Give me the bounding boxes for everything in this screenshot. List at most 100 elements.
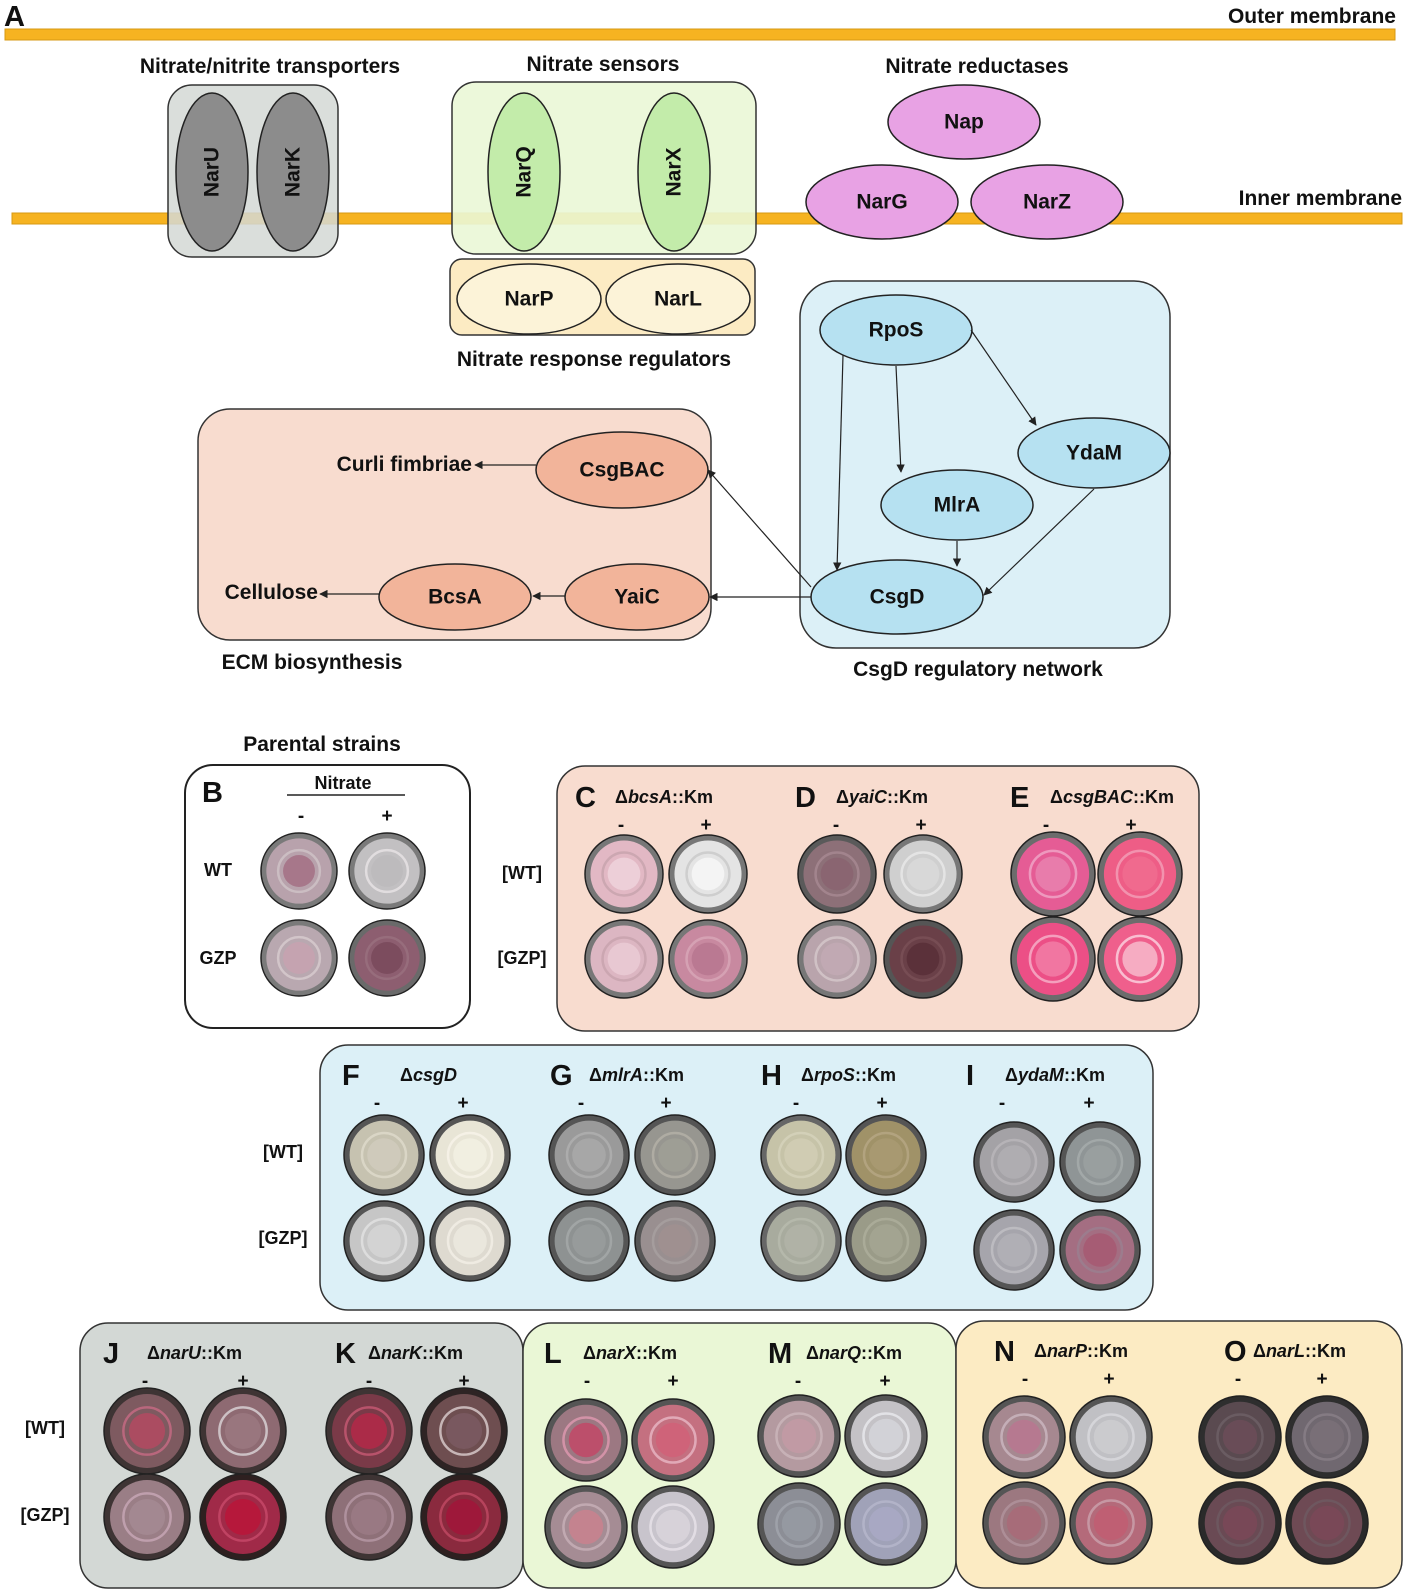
panel-n-strain: ΔnarP::Km [1034,1341,1128,1361]
inner-membrane-label: Inner membrane [1239,187,1402,210]
colony-plate [1069,1481,1153,1565]
narl-regulator [605,263,751,335]
colony-plate [1285,1481,1369,1565]
panel-i-plus: + [1083,1093,1094,1114]
panel-l-plus: + [667,1371,678,1392]
colony-plate [845,1114,927,1196]
panel-m-plus: + [879,1371,890,1392]
panel-letter-d: D [795,782,816,814]
row-label-wt-nar: [WT] [25,1418,65,1438]
transporters-title: Nitrate/nitrite transporters [140,55,400,78]
outer-membrane [4,28,1396,41]
panel-letter-n: N [994,1336,1015,1368]
nap-label: Nap [944,111,984,134]
narq-sensor [487,92,561,252]
ydam-node [1017,417,1171,489]
colony-plate [797,919,877,999]
row-label-gzp-nar: [GZP] [21,1505,70,1525]
rpos-node [819,294,973,366]
narx-label: NarX [663,147,686,196]
panel-n-plus: + [1103,1369,1114,1390]
colony-plate [973,1209,1055,1291]
naru-transporter [175,92,249,252]
panel-k-minus: - [366,1371,372,1392]
narz-reductase [970,164,1124,240]
colony-plate [343,1114,425,1196]
colony-plate [1010,916,1096,1002]
panel-i-minus: - [999,1093,1005,1114]
colony-plate [760,1114,842,1196]
colony-plate [1285,1395,1369,1479]
panel-f-strain: ΔcsgD [400,1065,457,1085]
colony-plate [343,1200,425,1282]
colony-plate [103,1387,191,1475]
panel-j-minus: - [142,1371,148,1392]
colony-plate [845,1200,927,1282]
panel-letter-i: I [966,1060,974,1092]
panel-o-plus: + [1316,1369,1327,1390]
csgbac-label: CsgBAC [579,459,664,482]
colony-plate [199,1387,287,1475]
panel-g-minus: - [578,1093,584,1114]
colony-plate [631,1485,715,1569]
bcsa-node [378,563,532,631]
yaic-node [564,563,710,631]
colony-plate [668,919,748,999]
panel-e-minus: - [1043,815,1049,836]
row-label-gzp-ecm: [GZP] [498,948,547,968]
arrow-csgd-csgbac [707,469,812,588]
panel-l-minus: - [584,1371,590,1392]
colony-plate [760,1200,842,1282]
ecm-title: ECM biosynthesis [222,651,403,674]
colony-plate [584,919,664,999]
panel-h-plus: + [876,1093,887,1114]
panel-b-plus: + [381,806,392,827]
colony-plate [757,1482,841,1566]
colony-plate [1010,831,1096,917]
panel-f-minus: - [374,1093,380,1114]
colony-plate [668,834,748,914]
panel-letter-j: J [103,1338,119,1370]
nark-transporter [256,92,330,252]
csgd-panels-box [319,1044,1154,1311]
colony-plate [584,834,664,914]
colony-plate [544,1485,628,1569]
sensors-title: Nitrate sensors [527,53,680,76]
panel-letter-b: B [202,777,223,809]
panel-c-strain: ΔbcsA::Km [615,787,713,807]
colony-plate [1198,1395,1282,1479]
panel-e-strain: ΔcsgBAC::Km [1050,787,1174,807]
panel-b-minus: - [298,806,304,827]
ydam-label: YdaM [1066,442,1122,465]
narl-label: NarL [654,288,702,311]
row-label-wt-ecm: [WT] [502,863,542,883]
nitrate-label: Nitrate [314,773,371,793]
arrow-rpos-mlra [895,365,905,473]
colony-plate [260,919,338,997]
colony-plate [544,1398,628,1482]
cellulose-label: Cellulose [225,581,318,604]
narg-reductase [805,164,959,240]
colony-plate [325,1387,413,1475]
row-label-gzp-csgd: [GZP] [259,1228,308,1248]
colony-plate [429,1200,511,1282]
panel-c-minus: - [618,815,624,836]
reductases-title: Nitrate reductases [885,55,1068,78]
colony-plate [634,1200,716,1282]
panel-m-minus: - [795,1371,801,1392]
row-label-wt-csgd: [WT] [263,1142,303,1162]
colony-plate [1059,1209,1141,1291]
colony-plate [429,1114,511,1196]
panel-letter-m: M [768,1338,792,1370]
narg-label: NarG [856,191,907,214]
colony-plate [883,919,963,999]
colony-plates [103,831,1369,1569]
narp-label: NarP [504,288,553,311]
mlra-node [880,469,1034,541]
colony-plate [1097,831,1183,917]
panel-g-strain: ΔmlrA::Km [589,1065,684,1085]
rpos-label: RpoS [869,319,924,342]
colony-plate [420,1387,508,1475]
panel-d-strain: ΔyaiC::Km [836,787,928,807]
